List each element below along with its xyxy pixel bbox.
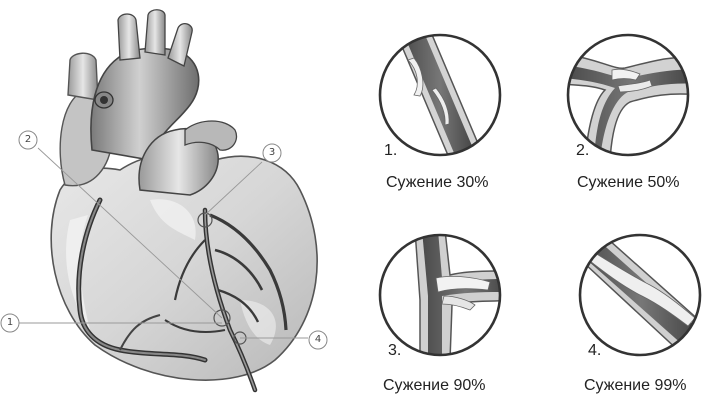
callout-number-2: 2: [19, 131, 37, 149]
panel-caption-3: Сужение 90%: [383, 377, 485, 395]
heart-illustration: [51, 10, 317, 390]
stenosis-panel-1: [380, 30, 500, 160]
callout-number-4: 4: [309, 331, 327, 349]
callout-number-1: 1: [1, 314, 19, 332]
panel-number-4: 4.: [588, 342, 601, 360]
panel-number-2: 2.: [576, 142, 589, 160]
stenosis-panel-4: [570, 232, 702, 355]
callout-number-3: 3: [263, 144, 281, 162]
stenosis-panel-3: [380, 230, 510, 360]
panel-number-1: 1.: [384, 142, 397, 160]
panel-caption-1: Сужение 30%: [386, 174, 488, 192]
panel-number-3: 3.: [388, 342, 401, 360]
panel-caption-4: Сужение 99%: [584, 377, 686, 395]
panel-caption-2: Сужение 50%: [577, 174, 679, 192]
